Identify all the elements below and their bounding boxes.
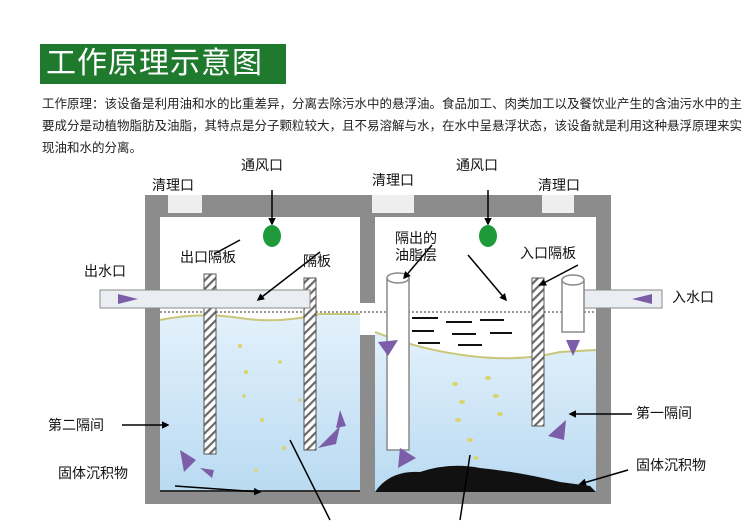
label-water-inlet: 入水口 bbox=[672, 290, 714, 306]
label-clean-port-right: 清理口 bbox=[538, 178, 580, 194]
label-inlet-baffle: 入口隔板 bbox=[520, 246, 576, 262]
label-sediment-left: 固体沉积物 bbox=[58, 466, 128, 482]
pointer-lines bbox=[122, 239, 632, 521]
label-first-compartment: 第一隔间 bbox=[636, 405, 692, 422]
label-vent-left: 通风口 bbox=[241, 158, 283, 174]
description-text: 工作原理：该设备是利用油和水的比重差异，分离去除污水中的悬浮油。食品加工、肉类加… bbox=[42, 96, 743, 155]
water-body bbox=[159, 311, 597, 492]
vent-right-icon bbox=[479, 225, 497, 247]
label-second-compartment: 第二隔间 bbox=[48, 417, 104, 434]
label-clean-port-left: 清理口 bbox=[152, 178, 194, 194]
label-sediment-right: 固体沉积物 bbox=[636, 458, 706, 474]
vent-left-icon bbox=[263, 225, 281, 247]
label-water-outlet: 出水口 bbox=[84, 264, 126, 280]
label-clean-port-mid: 清理口 bbox=[372, 173, 414, 189]
bubbles bbox=[238, 344, 503, 472]
label-separated-grease-1: 隔出的 bbox=[395, 231, 437, 247]
label-vent-right: 通风口 bbox=[456, 158, 498, 174]
label-outlet-baffle: 出口隔板 bbox=[180, 250, 236, 266]
label-baffle: 隔板 bbox=[303, 254, 331, 270]
page-title: 工作原理示意图 bbox=[40, 44, 286, 84]
flow-arrows bbox=[118, 294, 652, 478]
grease-layer-marks bbox=[412, 317, 512, 346]
vents bbox=[263, 190, 497, 247]
baffles bbox=[203, 273, 545, 455]
pipes bbox=[99, 272, 663, 451]
labels: 清理口 通风口 清理口 通风口 清理口 出口隔板 隔板 隔出的 油脂层 入口隔板… bbox=[48, 158, 714, 482]
label-separated-grease-2: 油脂层 bbox=[395, 248, 437, 264]
